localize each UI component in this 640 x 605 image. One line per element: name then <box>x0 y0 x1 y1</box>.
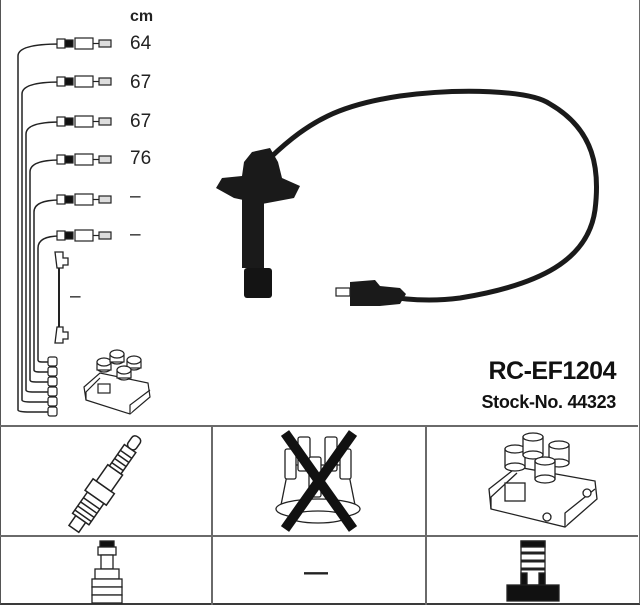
product-code: RC-EF1204 <box>488 357 617 385</box>
lead-length-6: – <box>130 224 141 245</box>
stock-number: Stock-No. 44323 <box>481 392 616 412</box>
plug-connector-icon <box>91 540 123 604</box>
wiring-schematic <box>17 37 151 417</box>
distributor-cap-icon <box>275 430 361 532</box>
cell-distributor-cap <box>213 427 427 535</box>
lead-length-5: – <box>130 186 141 207</box>
coil-connector-icon <box>506 540 560 602</box>
ignition-lead-image <box>216 88 600 306</box>
cell-distributor-connector: — <box>213 535 427 605</box>
cell-ignition-coil <box>427 427 638 535</box>
extra-lead-length: – <box>70 286 81 307</box>
main-diagram: cm 64 67 67 76 – – – RC-EF1204 Stock-No.… <box>17 8 617 417</box>
unit-label: cm <box>130 8 154 25</box>
cell-coil-connector <box>427 535 638 605</box>
distributor-connector-value: — <box>304 559 328 586</box>
small-coil-icon <box>83 349 151 415</box>
cell-plug-connector <box>0 535 213 605</box>
ignition-coil-icon <box>488 432 598 528</box>
not-included-cross-icon <box>280 430 358 532</box>
component-grid: — <box>0 425 638 605</box>
lead-length-2: 67 <box>130 72 152 93</box>
lead-length-4: 76 <box>130 148 152 169</box>
spark-plug-icon <box>67 435 142 534</box>
lead-length-1: 64 <box>130 33 152 54</box>
cell-spark-plug <box>0 427 213 535</box>
lead-length-3: 67 <box>130 111 152 132</box>
